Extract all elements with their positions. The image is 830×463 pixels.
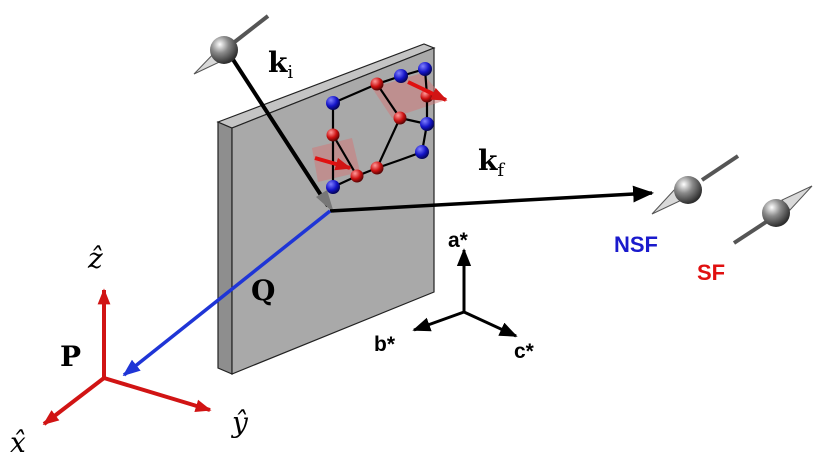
nsf-label: NSF: [614, 232, 658, 257]
a-star-label: a*: [448, 229, 469, 252]
moment-arrow: [407, 80, 448, 102]
k-initial-label: ki: [268, 46, 293, 83]
y-axis: [103, 376, 212, 412]
blue-atom: [415, 145, 429, 159]
incident-beam: [193, 14, 334, 213]
neutron-spin-nsf: [651, 154, 740, 215]
blue-atom: [326, 96, 340, 110]
lattice-bond: [376, 117, 401, 169]
spin-plane: [372, 73, 446, 118]
lattice-bond: [376, 83, 401, 119]
moment-arrow: [314, 156, 352, 171]
incident-wavevector-arrowhead: [316, 190, 334, 213]
q-label: Q: [251, 274, 275, 307]
neutron-spin-incoming: [193, 14, 270, 75]
honeycomb-lattice: [312, 62, 448, 194]
x-axis: [42, 376, 106, 426]
final-wavevector-line: [329, 185, 655, 213]
neutron-spin-sf: [732, 185, 813, 245]
k-final-label: kf: [478, 144, 505, 181]
incident-wavevector-line: [230, 56, 330, 208]
blue-atom: [394, 69, 408, 83]
red-atom: [370, 77, 384, 91]
red-atom: [326, 128, 340, 142]
axis-x-label: x̂: [10, 426, 26, 459]
polarization-label: P: [60, 340, 81, 373]
c-star-label: c*: [514, 340, 535, 363]
red-atom: [370, 161, 384, 175]
c-star-axis: [463, 310, 518, 338]
b-star-axis: [412, 310, 465, 332]
sf-label: SF: [697, 260, 725, 285]
b-star-label: b*: [374, 333, 396, 356]
axis-y-label: ŷ: [230, 406, 249, 439]
lattice-bond: [332, 134, 358, 177]
red-atom: [350, 169, 364, 183]
slab-side: [217, 121, 233, 375]
red-atom: [393, 111, 407, 125]
blue-atom: [326, 180, 340, 194]
blue-atom: [418, 62, 432, 76]
scattered-beam: [329, 154, 813, 245]
reciprocal-axes: [412, 248, 518, 338]
polarization-frame: [42, 288, 212, 426]
q-vector: [122, 209, 332, 377]
axis-z-label: ẑ: [87, 242, 103, 275]
blue-atom: [420, 117, 434, 131]
